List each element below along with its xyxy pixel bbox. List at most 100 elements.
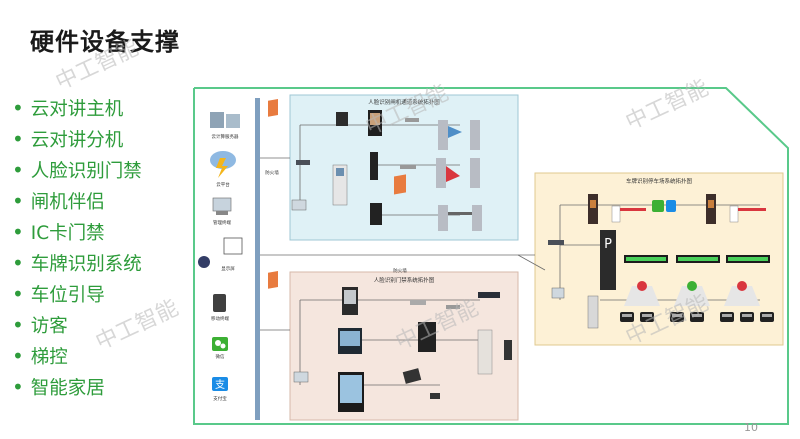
lightning-icon xyxy=(216,158,228,178)
switch-icon xyxy=(478,292,500,298)
bullet-dot: • xyxy=(12,250,24,275)
turnstile-icon xyxy=(436,158,446,188)
camera-pole-icon xyxy=(706,194,716,224)
firewall-icon xyxy=(268,270,278,289)
wechat-label: 微信 xyxy=(216,353,225,360)
feature-list-item: • 云对讲分机 xyxy=(12,123,142,154)
car-icon xyxy=(760,312,774,322)
pc-label: 管理终端 xyxy=(213,219,231,226)
car-row xyxy=(620,312,774,322)
card-reader-icon xyxy=(405,118,419,122)
server-icon xyxy=(210,112,224,128)
bullet-dot: • xyxy=(12,126,24,151)
bullet-dot: • xyxy=(12,343,24,368)
feature-list-item: • IC卡门禁 xyxy=(12,216,142,247)
face-terminal-icon xyxy=(370,152,378,180)
feature-list-label: 云对讲分机 xyxy=(30,129,124,151)
car-icon xyxy=(640,312,654,322)
firewall-icon xyxy=(394,174,406,195)
panel-door-title: 人脸识别门禁系统拓扑图 xyxy=(374,276,435,284)
alipay-icon xyxy=(212,377,228,391)
door-devices xyxy=(293,287,512,412)
face-terminal-icon xyxy=(370,203,382,225)
switch-icon xyxy=(296,160,310,165)
guide-light-icon xyxy=(724,286,760,306)
face-terminal-icon xyxy=(336,112,348,126)
user-icon xyxy=(198,256,210,268)
firewall-group: 防火墙 防火墙 xyxy=(265,98,407,289)
watermark: 中工智能 xyxy=(52,36,142,96)
feature-list-item: •人脸识别门禁 xyxy=(12,154,142,185)
car-icon xyxy=(690,312,704,322)
bullet-dot: • xyxy=(12,312,24,337)
car-icon xyxy=(620,312,634,322)
pc-icon xyxy=(293,371,309,383)
feature-list-item: • 智能家居 xyxy=(12,371,142,402)
card-reader-icon xyxy=(418,322,436,352)
card-icon xyxy=(430,393,440,399)
feature-list-label: 车牌识别系统 xyxy=(30,253,142,275)
feature-list-item: • 梯控 xyxy=(12,340,142,371)
kiosk-icon xyxy=(587,295,599,329)
parking-sign-glyph: P xyxy=(604,237,612,252)
card-reader-icon xyxy=(446,305,460,309)
gate-devices xyxy=(291,110,482,231)
bullet-dot: • xyxy=(12,219,24,244)
panel-gate-title: 人脸识别闸机通道系统拓扑图 xyxy=(368,98,440,106)
firewall-icon xyxy=(268,98,278,117)
barrier-icon xyxy=(729,205,739,223)
alipay-glyph: 支 xyxy=(215,379,225,391)
feature-list-label: 云对讲主机 xyxy=(30,98,124,120)
feature-list-label: 智能家居 xyxy=(30,377,105,399)
feature-list-label: IC卡门禁 xyxy=(30,222,105,244)
pc-icon xyxy=(291,199,307,211)
network-backbone xyxy=(255,98,260,420)
feature-list-item: •车位引导 xyxy=(12,278,142,309)
feature-list-item: • 车牌识别系统 xyxy=(12,247,142,278)
feature-list-label: 访客 xyxy=(30,315,68,337)
feature-list-label: 梯控 xyxy=(30,346,68,368)
phone-label: 移动终端 xyxy=(211,315,229,322)
wechat-icon xyxy=(652,200,664,212)
switch-icon xyxy=(548,240,564,245)
feature-list-item: • 访客 xyxy=(12,309,142,340)
bullet-dot: • xyxy=(12,374,24,399)
watermark: 中工智能 xyxy=(622,76,712,136)
elevator-panel-icon xyxy=(477,329,493,375)
car-icon xyxy=(670,312,684,322)
camera-pole-icon xyxy=(588,194,598,224)
keypad-icon xyxy=(402,368,422,384)
turnstile-icon xyxy=(438,205,448,231)
parking-devices: P xyxy=(548,194,770,329)
firewall-label: 防火墙 xyxy=(393,267,407,274)
card-reader-icon xyxy=(504,340,512,360)
page-title: 硬件设备支撑 xyxy=(30,28,180,56)
alipay-icon xyxy=(666,200,676,212)
feature-list-item: • 云对讲主机 xyxy=(12,92,142,123)
bullet-dot: • xyxy=(12,157,24,182)
phone-icon xyxy=(213,294,226,312)
panel-parking-title: 车牌识别停车场系统拓扑图 xyxy=(626,177,693,185)
parking-sign-icon xyxy=(600,230,616,290)
pc-icon xyxy=(212,197,232,212)
monitor-icon xyxy=(223,237,243,255)
left-device-column: 云计算服务器 云平台 管理终端 显示屏 移动终端 微信 支 支付宝 xyxy=(198,112,243,402)
page-number: 10 xyxy=(744,421,758,434)
guide-light-icon xyxy=(624,286,660,306)
feature-list: •云对讲主机•云对讲分机•人脸识别门禁•闸机伴侣•IC卡门禁•车牌识别系统•车位… xyxy=(12,92,142,402)
controller-icon xyxy=(410,300,426,305)
feature-list-label: 闸机伴侣 xyxy=(30,191,105,213)
car-icon xyxy=(720,312,734,322)
monitor-label: 显示屏 xyxy=(221,266,235,272)
barrier-icon xyxy=(611,205,621,223)
cloud-label: 云平台 xyxy=(216,181,230,188)
bullet-dot: • xyxy=(12,188,24,213)
bullet-dot: • xyxy=(12,95,24,120)
alipay-label: 支付宝 xyxy=(213,395,227,402)
pc-icon xyxy=(551,287,565,299)
car-icon xyxy=(740,312,754,322)
card-reader-icon xyxy=(400,165,416,169)
feature-list-label: 车位引导 xyxy=(30,284,105,306)
